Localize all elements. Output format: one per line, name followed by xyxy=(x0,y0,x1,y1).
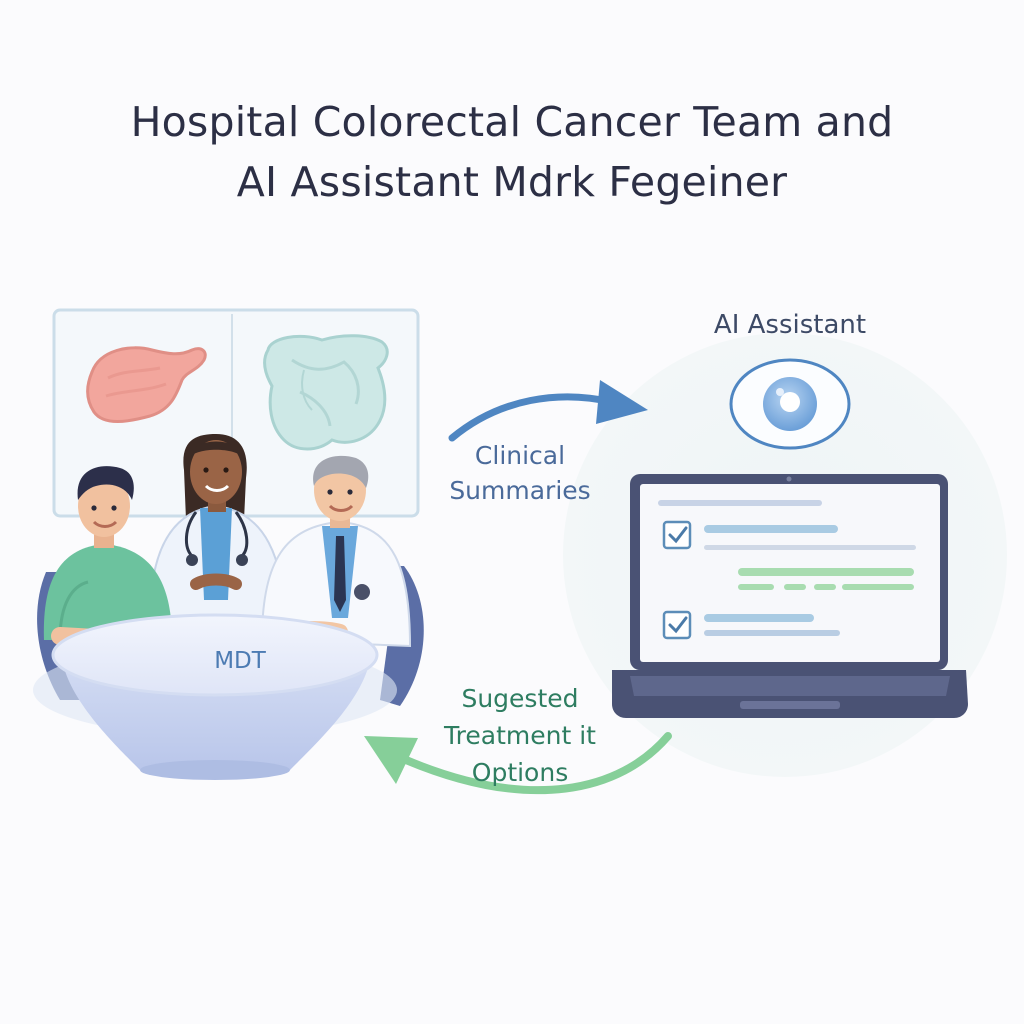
mdt-label: MDT xyxy=(214,648,266,674)
page-title: Hospital Colorectal Cancer Team and AI A… xyxy=(0,92,1024,212)
title-line-2: AI Assistant Mdrk Fegeiner xyxy=(236,158,788,206)
clinical-line-1: Clinical xyxy=(474,441,566,470)
suggested-line-3: Options xyxy=(471,758,569,787)
clinical-summaries-label: Clinical Summaries xyxy=(430,438,610,508)
mdt-table xyxy=(33,613,397,780)
clinical-line-2: Summaries xyxy=(449,476,591,505)
suggested-treatment-label: Sugested Treatment it Options xyxy=(410,680,630,791)
suggested-line-2: Treatment it xyxy=(444,721,596,750)
suggested-treatment-arrow xyxy=(364,732,672,795)
checkbox-icon xyxy=(662,610,692,640)
clinical-summaries-arrow xyxy=(448,380,648,442)
laptop xyxy=(612,474,968,718)
stomach-organ xyxy=(263,334,389,451)
colon-organ xyxy=(86,346,207,423)
laptop-screen xyxy=(658,500,916,640)
doctor-female xyxy=(148,434,286,621)
stethoscope-icon xyxy=(185,511,249,566)
title-line-1: Hospital Colorectal Cancer Team and xyxy=(130,98,894,146)
ai-eye-icon xyxy=(729,358,851,450)
checkbox-icon xyxy=(662,520,692,550)
suggested-line-1: Sugested xyxy=(461,684,579,713)
ai-assistant-label: AI Assistant xyxy=(713,310,867,340)
